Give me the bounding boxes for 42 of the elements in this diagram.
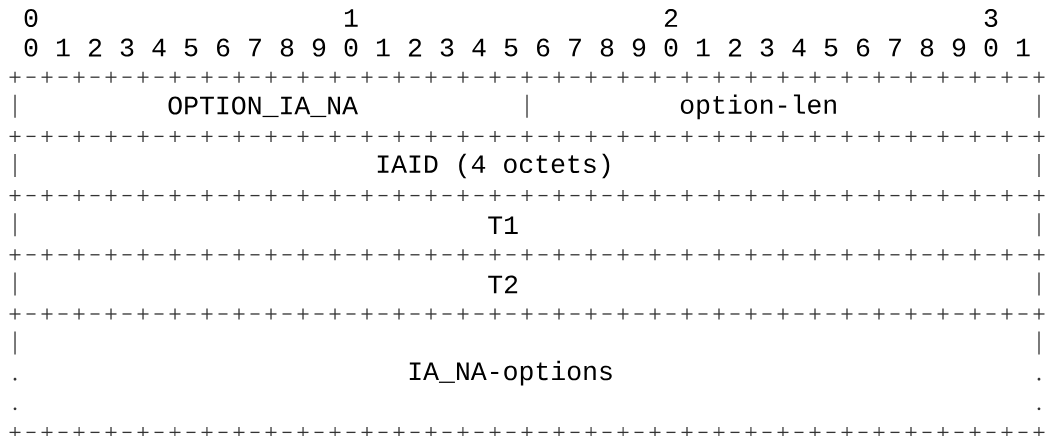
field-name: OPTION_IA_NA: [168, 96, 358, 118]
bit-number: 8: [280, 38, 294, 57]
bit-number: 7: [249, 38, 261, 57]
bit-number: 7: [569, 38, 581, 57]
bit-number: 9: [312, 38, 326, 57]
bit-number: 3: [440, 38, 454, 57]
field-name: IA_NA-options: [409, 360, 612, 386]
bit-number: 4: [472, 38, 486, 57]
bit-number: 9: [632, 38, 646, 57]
field-name: IAID (4 octets): [377, 153, 610, 179]
bit-number: 6: [537, 38, 550, 57]
bit-number: 0: [24, 38, 38, 57]
bit-number: 8: [600, 38, 614, 57]
bit-number: 0: [24, 9, 38, 27]
bit-number: 3: [760, 38, 774, 57]
field-name: option-len: [680, 94, 836, 120]
bit-number: 2: [88, 38, 102, 57]
bit-number: 2: [664, 9, 678, 27]
field-name: T1: [488, 216, 518, 234]
field-name: T2: [488, 275, 518, 294]
bit-number: 3: [120, 38, 134, 57]
bit-number: 1: [696, 38, 710, 57]
bit-number: 1: [1016, 38, 1030, 57]
bit-number: 6: [857, 38, 870, 57]
bit-number: 1: [57, 38, 70, 57]
bit-number: 5: [504, 38, 518, 57]
bit-number: 3: [984, 9, 998, 27]
bit-number: 9: [952, 38, 966, 57]
bit-number: 4: [792, 38, 806, 57]
bit-number: 7: [889, 38, 901, 57]
bit-number: 2: [728, 38, 742, 57]
bit-number: 1: [344, 9, 358, 27]
bit-number: 8: [920, 38, 934, 57]
bit-number: 0: [984, 38, 998, 57]
bit-number: 5: [184, 38, 198, 57]
bit-number: 4: [152, 38, 166, 57]
bit-number: 6: [217, 38, 230, 57]
bit-number: 0: [344, 38, 358, 57]
bit-number: 1: [376, 38, 390, 57]
bit-number: 5: [824, 38, 838, 57]
bit-number: 0: [664, 38, 678, 57]
bit-number: 2: [408, 38, 422, 57]
